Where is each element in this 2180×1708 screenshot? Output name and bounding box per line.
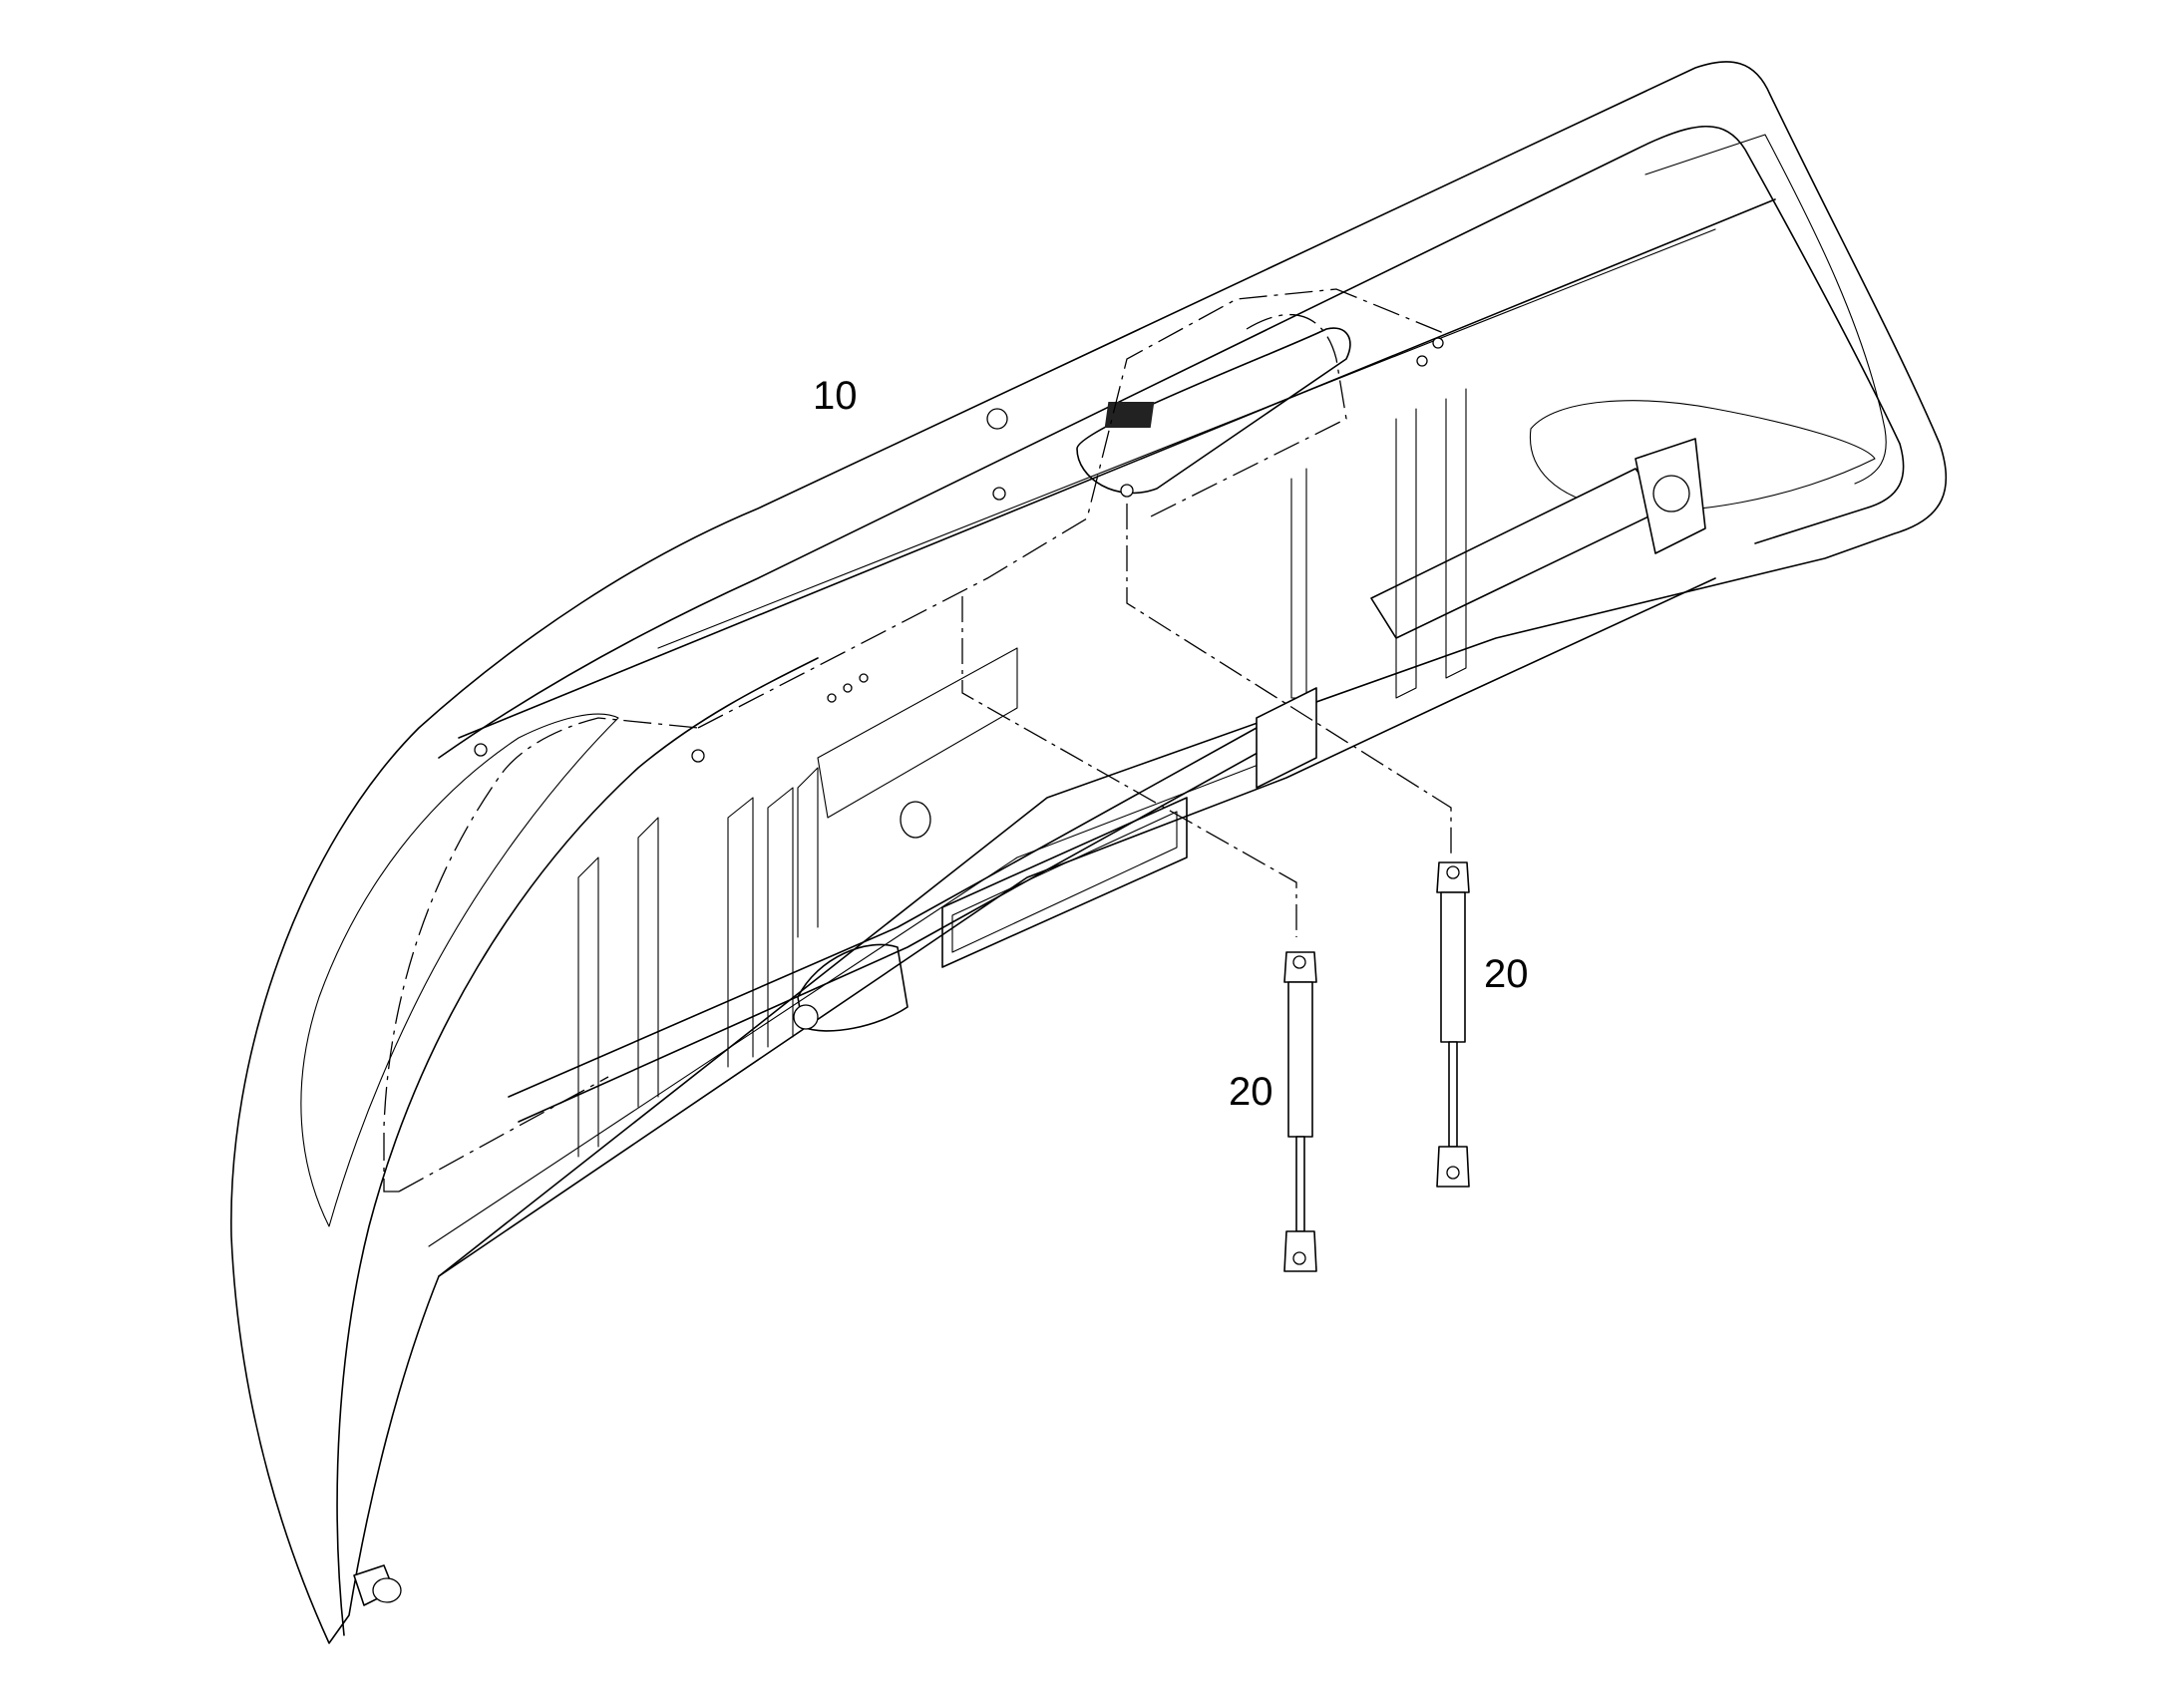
panel-hidden-outline-left [383,717,699,1193]
panel-lower-box-inner [951,811,1178,953]
strut-right-body [1440,891,1466,1043]
callout-gas-strut-left: 20 [1229,1070,1273,1114]
leader-lines [961,504,1452,937]
body-panel [230,61,1948,1644]
panel-top-rim [438,125,1905,759]
panel-rib-5 [797,767,819,938]
panel-hidden-outline-right [398,288,1447,1193]
panel-rib-3 [727,797,754,1068]
strut-left-bottom-eye [1283,1230,1317,1272]
panel-hidden-inner-frame [1146,313,1347,519]
panel-left-end-inner [336,657,819,1636]
panel-arm-bore [1652,475,1690,512]
panel-rib-4 [767,787,794,1048]
strut-left-rod [1295,1136,1305,1232]
panel-outer-shell [230,61,1948,1644]
panel-bottom-boss [793,1004,819,1030]
gas-strut-left [1283,951,1317,1272]
panel-left-lens [300,713,619,1227]
callout-gas-strut-right: 20 [1484,952,1529,996]
leader-right-strut [1126,504,1452,857]
panel-top-ridge-2 [657,228,1716,649]
leader-left-strut [961,596,1297,937]
panel-cross-rail-2 [518,747,1268,1123]
strut-right-bottom-eye-hole [1446,1166,1460,1180]
strut-right-rod [1448,1041,1458,1148]
strut-left-bottom-eye-hole [1292,1251,1306,1265]
panel-lower-edge [438,577,1716,1277]
panel-top-rim-inner [1644,134,1887,485]
panel-lower-box [941,797,1188,968]
panel-rib-2 [637,817,659,1108]
strut-left-body [1287,981,1313,1138]
strut-left-top-eye-hole [1292,955,1306,969]
panel-post-right [1395,408,1417,699]
panel-top-ridge [458,198,1776,739]
gas-strut-right [1436,861,1470,1188]
panel-bottom-pin-head [372,1577,402,1603]
panel-center-hole [900,801,931,839]
panel-center-recess [817,647,1018,819]
panel-rib-1 [577,856,599,1158]
panel-post-far [1445,388,1467,679]
panel-label-patch [1104,402,1155,428]
panel-top-holes [474,337,1444,763]
callout-body-panel: 10 [813,374,858,418]
strut-right-top-eye-hole [1446,865,1460,879]
panel-bottom-housing [797,943,908,1032]
